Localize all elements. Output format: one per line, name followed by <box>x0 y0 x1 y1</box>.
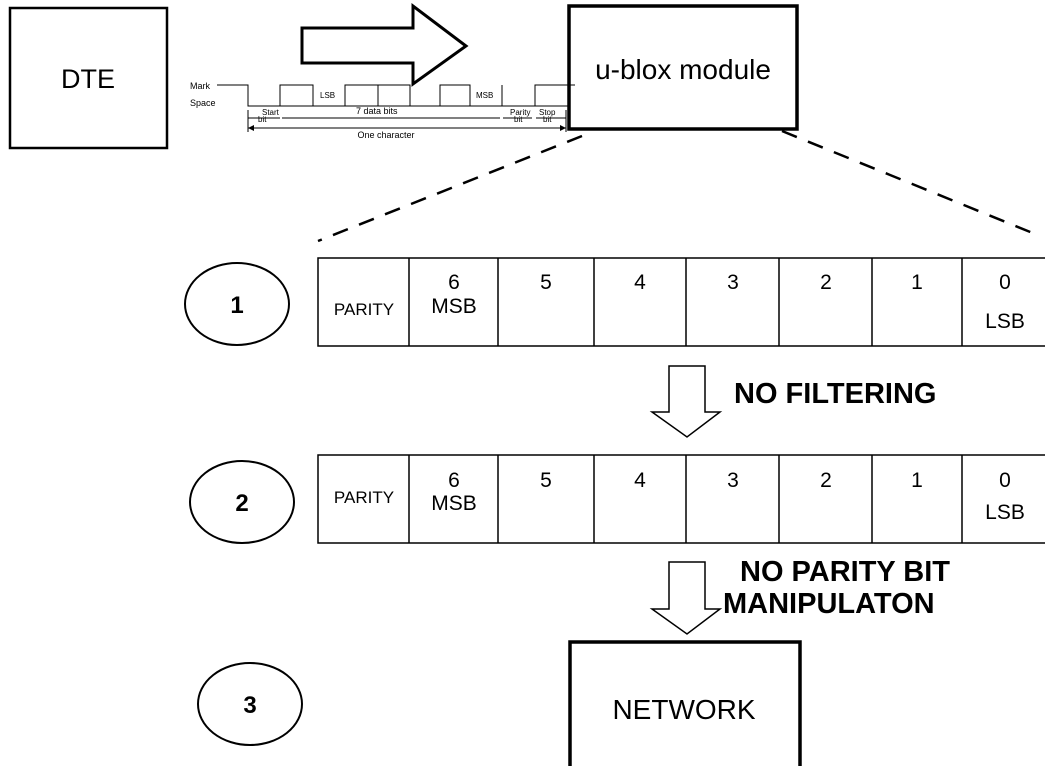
msb-cell-1: MSB <box>431 295 477 318</box>
zoom-line-left <box>317 134 583 243</box>
bit-2-cell-1: 2 <box>820 271 832 294</box>
character-frame-1: PARITY 6 MSB 5 4 3 2 1 0 LSB <box>317 257 1045 347</box>
bit-1-cell-2: 1 <box>911 469 923 492</box>
character-frame-2: PARITY 6 MSB 5 4 3 2 1 0 LSB <box>317 454 1045 544</box>
stop-label: Stop <box>539 108 556 117</box>
dte-label: DTE <box>61 64 115 94</box>
parity-bit-label: bit <box>514 115 523 124</box>
no-parity-note-line-2: MANIPULATON <box>723 588 935 620</box>
msb-label: MSB <box>476 91 493 100</box>
space-label: Space <box>190 98 216 108</box>
data-bits-label: 7 data bits <box>356 106 398 116</box>
bit-4-cell-2: 4 <box>634 469 646 492</box>
step-1-circle: 1 <box>184 262 290 346</box>
zoom-line-right <box>781 129 1041 238</box>
parity-timing-label: Parity <box>510 108 530 117</box>
parity-cell-1: PARITY <box>334 300 394 319</box>
lsb-label: LSB <box>320 91 335 100</box>
waveform-line <box>217 84 575 107</box>
step-3-number: 3 <box>243 692 256 719</box>
right-arrow-icon <box>300 2 469 87</box>
module-label: u-blox module <box>595 54 771 85</box>
stop-bit-label: bit <box>543 115 552 124</box>
start-bit-label: bit <box>258 115 267 124</box>
network-box: NETWORK <box>568 640 802 766</box>
bit-2-cell-2: 2 <box>820 469 832 492</box>
lsb-cell-2: LSB <box>985 501 1025 524</box>
mark-label: Mark <box>190 81 210 91</box>
module-box: u-blox module <box>567 4 799 131</box>
step-2-circle: 2 <box>189 460 295 544</box>
bit-3-cell-2: 3 <box>727 469 739 492</box>
bit-0-cell-1: 0 <box>999 271 1011 294</box>
no-parity-note-line-1: NO PARITY BIT <box>740 556 950 588</box>
step-3-circle: 3 <box>197 662 303 746</box>
bit-6-cell-2: 6 <box>448 469 460 492</box>
bit-0-cell-2: 0 <box>999 469 1011 492</box>
parity-cell-2: PARITY <box>334 488 394 507</box>
one-character-label: One character <box>357 130 414 140</box>
bit-3-cell-1: 3 <box>727 271 739 294</box>
down-arrow-icon-1 <box>649 365 723 438</box>
bit-6-cell-1: 6 <box>448 271 460 294</box>
network-label: NETWORK <box>612 694 755 725</box>
no-filtering-note: NO FILTERING <box>734 378 936 410</box>
bit-1-cell-1: 1 <box>911 271 923 294</box>
serial-timing-waveform: Mark Space LSB MSB Start bit 7 data bits… <box>190 81 575 140</box>
dte-box: DTE <box>8 6 169 150</box>
bit-5-cell-2: 5 <box>540 469 552 492</box>
start-label: Start <box>262 108 280 117</box>
bit-4-cell-1: 4 <box>634 271 646 294</box>
step-1-number: 1 <box>230 292 243 319</box>
step-2-number: 2 <box>235 490 248 517</box>
bit-5-cell-1: 5 <box>540 271 552 294</box>
msb-cell-2: MSB <box>431 492 477 515</box>
lsb-cell-1: LSB <box>985 310 1025 333</box>
down-arrow-icon-2 <box>649 561 723 635</box>
